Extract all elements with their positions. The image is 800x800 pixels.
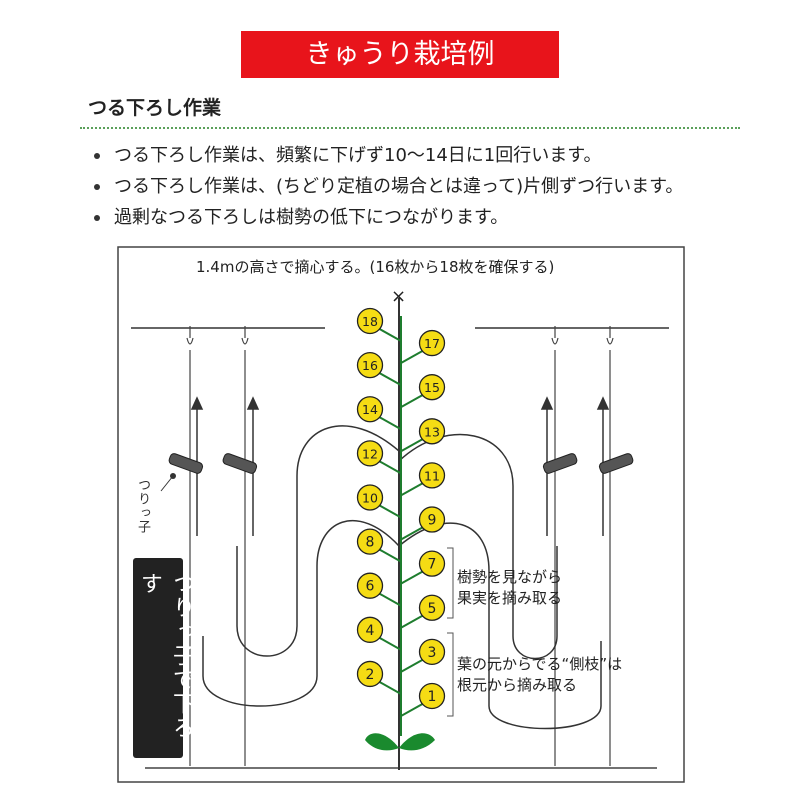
leaf-marker [356,616,384,643]
leaf-marker [356,572,384,599]
seedling-leaf-left-icon [365,733,399,751]
pinch-note: 1.4mの高さで摘心する。(16枚から18枚を確保する) [196,258,555,276]
leaf-number: 6 [366,579,375,595]
clip-icon [168,453,634,474]
fruit-note-line: 果実を摘み取る [457,589,563,607]
leaf-number: 8 [366,535,375,551]
leaf-marker [418,462,446,489]
diagram-frame [117,246,685,783]
side-shoot-note: 葉の元からでる“側枝”は 根元から摘み取る [457,654,622,696]
leaf-number: 5 [428,601,437,617]
bullet-text: つる下ろし作業は、頻繁に下げず10〜14日に1回行います。 [114,145,602,166]
leaf-marker [418,506,446,533]
leaf-marker [418,682,446,710]
leaf-number: 17 [424,336,440,351]
page-title-banner: きゅうり栽培例 [241,31,559,78]
leaf-marker [356,440,384,467]
side-shoot-note-line: 葉の元からでる“側枝”は [457,655,623,673]
bullet-dot-icon [94,184,100,190]
leaf-marker [418,329,446,357]
leaf-number: 12 [362,446,378,461]
leaf-marker [356,307,384,335]
hanging-string-right-2 [606,326,614,766]
bullet-item: つる下ろし作業は、(ちどり定植の場合とは違って)片側ずつ行います。 [92,171,683,202]
leaf-number: 14 [362,402,378,417]
lower-by-clip-label: つりっ子で下ろす [133,558,194,758]
leaf-marker [418,418,446,445]
leaf-marker [418,550,446,577]
leaf-marker [356,528,384,555]
lower-by-clip-text: つりっ子で下ろす [137,572,194,740]
bullet-text: 過剰なつる下ろしは樹勢の低下につながります。 [114,207,509,228]
leaf-marker [418,374,446,401]
leaf-marker [356,484,384,511]
leaf-number: 3 [428,645,437,661]
clip-pointer-line [160,475,174,492]
bullet-text: つる下ろし作業は、(ちどり定植の場合とは違って)片側ずつ行います。 [114,176,684,197]
bullet-item: 過剰なつる下ろしは樹勢の低下につながります。 [92,202,683,233]
leaf-marker [356,351,384,379]
side-shoot-note-line: 根元から摘み取る [457,676,578,694]
bullet-dot-icon [94,215,100,221]
leaf-markers: 18 17 16 15 14 13 12 11 10 9 8 7 6 5 4 3 2 1 [356,307,446,717]
leaf-marker [418,594,446,621]
hanging-string-right-1 [551,326,559,766]
lowered-vine-left-inner [202,519,400,707]
clip-label: つりっ子 [135,478,150,534]
bullet-list: つる下ろし作業は、頻繁に下げず10〜14日に1回行います。 つる下ろし作業は、(… [92,140,683,233]
leaf-marker [356,396,384,423]
leaf-number: 10 [362,490,378,505]
leaf-number: 7 [428,557,437,573]
bullet-item: つる下ろし作業は、頻繁に下げず10〜14日に1回行います。 [92,140,683,171]
dotted-divider [80,127,740,129]
lowered-vine-right-inner [398,522,602,730]
bullet-dot-icon [94,153,100,159]
leaf-number: 16 [362,358,378,373]
seedling-leaf-right-icon [399,733,435,751]
leaf-marker [418,638,446,666]
fruit-note-line: 樹勢を見ながら [457,568,563,586]
clip-pointer-dot-icon [170,473,176,479]
leaf-number: 9 [428,513,437,529]
hanging-string-left-1 [186,326,194,766]
fruit-note: 樹勢を見ながら 果実を摘み取る [457,567,562,609]
hanging-string-left-2 [241,326,249,766]
lowered-vine-left [236,425,400,657]
lowered-vine-right [398,433,558,660]
leaf-number: 15 [424,380,440,395]
section-heading: つる下ろし作業 [88,97,222,119]
cucumber-vine-diagram: × 18 17 16 15 14 13 12 11 10 9 8 7 6 5 4 3 2 1 [117,246,685,783]
leaf-number: 13 [424,424,440,439]
note-bracket-side [447,632,454,717]
leaf-number: 4 [366,623,375,639]
leaf-marker [356,660,384,688]
leaf-number: 11 [424,468,440,483]
note-bracket-fruit [447,547,454,619]
leaf-number: 2 [366,667,375,683]
leaf-number: 18 [362,314,378,329]
pinch-mark: × [391,286,406,307]
leaf-number: 1 [428,689,437,705]
